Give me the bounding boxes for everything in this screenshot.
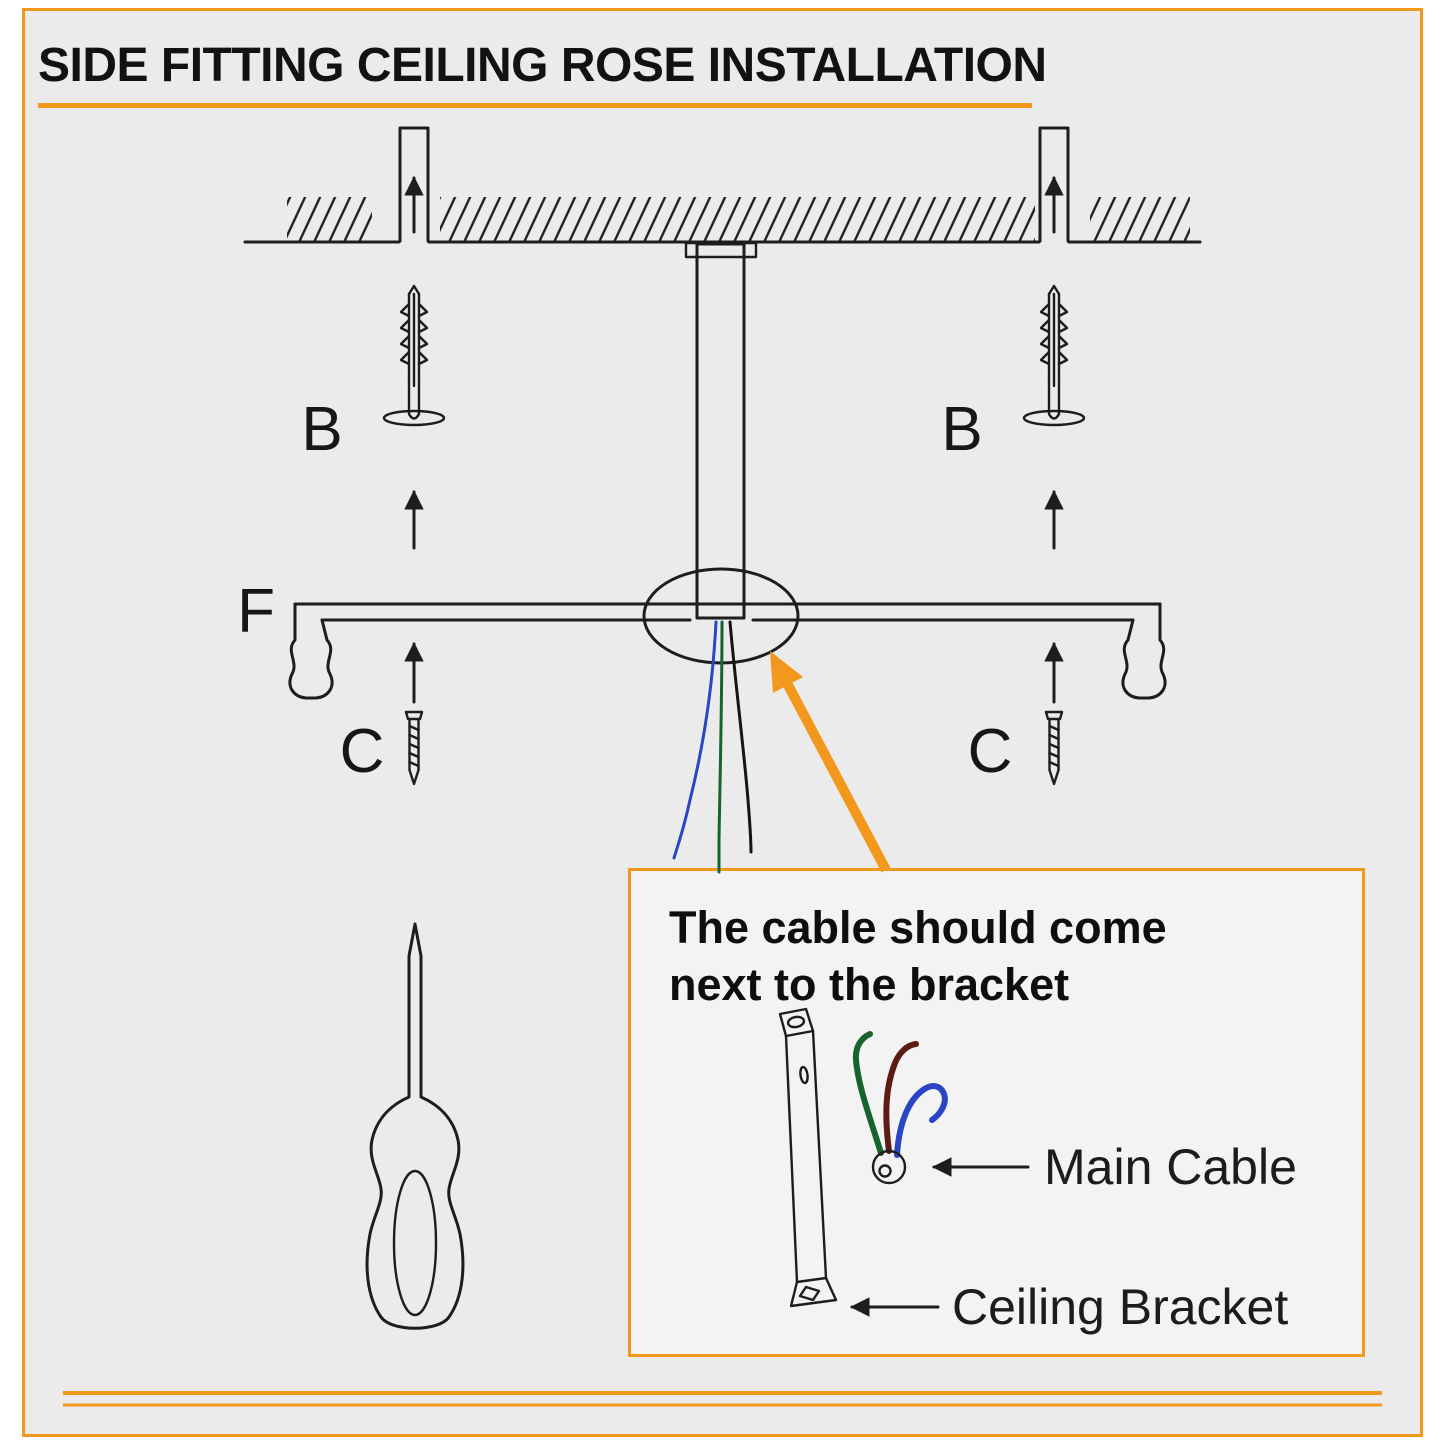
wall-plug-icon-right (1022, 284, 1086, 427)
down-tube (642, 241, 800, 874)
label-screw-right: C (968, 717, 1013, 786)
pointer-arrow-shaft (783, 682, 891, 873)
bracket-top-hole (786, 1015, 806, 1029)
callout-pointer-arrow (770, 651, 891, 873)
wall-plugs: B B (301, 284, 1086, 550)
bracket-bar (784, 1029, 828, 1284)
screw-icon-right (1044, 710, 1064, 786)
screw-icon-left (404, 710, 424, 786)
cable-entry-circle (871, 1149, 907, 1185)
plate-end-left (288, 602, 334, 700)
main-wire-blue (672, 620, 718, 860)
bottom-double-rule (63, 1391, 1382, 1407)
tube-flange (684, 241, 758, 259)
callout-wire-green (852, 1031, 884, 1156)
callout-illustration: Main Cable Ceiling Bracket (778, 1007, 1297, 1335)
ceiling-rose-plate: F (237, 577, 1167, 700)
main-wire-green (717, 620, 724, 874)
bracket-bottom-foot (789, 1276, 838, 1308)
cable-entry-detail (878, 1164, 892, 1178)
screwdriver-handle-groove (392, 1169, 438, 1317)
ceiling (243, 126, 1202, 244)
bracket-top-tab (778, 1007, 815, 1038)
main-wire-black (728, 620, 753, 854)
callout-box: The cable should come next to the bracke… (628, 868, 1365, 1357)
drill-hole-left (398, 126, 430, 243)
callout-wire-blue (894, 1083, 948, 1158)
main-cable-label: Main Cable (1044, 1139, 1297, 1195)
callout-wire-brown (883, 1041, 919, 1154)
label-wall-plug-right: B (941, 395, 982, 464)
label-plate: F (237, 577, 275, 646)
ceiling-hatching-center (440, 197, 1035, 241)
screws: C C (340, 642, 1064, 786)
bracket-slot (799, 1065, 809, 1085)
screwdriver-icon (365, 922, 465, 1330)
title-underline (38, 103, 1032, 108)
drill-hole-right (1038, 126, 1070, 243)
wall-plug-icon-left (382, 284, 446, 427)
label-screw-left: C (340, 717, 385, 786)
pointer-arrowhead (770, 651, 803, 693)
ceiling-hatching-right (1090, 197, 1190, 241)
bracket-bottom-hole (798, 1285, 821, 1302)
tube-body (695, 242, 746, 620)
screwdriver-outline (365, 922, 465, 1330)
label-wall-plug-left: B (301, 395, 342, 464)
page-title: SIDE FITTING CEILING ROSE INSTALLATION (38, 39, 1047, 92)
plate-end-right (1121, 602, 1167, 700)
callout-heading: The cable should come next to the bracke… (669, 902, 1167, 1011)
ceiling-hatching-left (287, 197, 372, 241)
ceiling-bracket-label: Ceiling Bracket (952, 1279, 1288, 1335)
